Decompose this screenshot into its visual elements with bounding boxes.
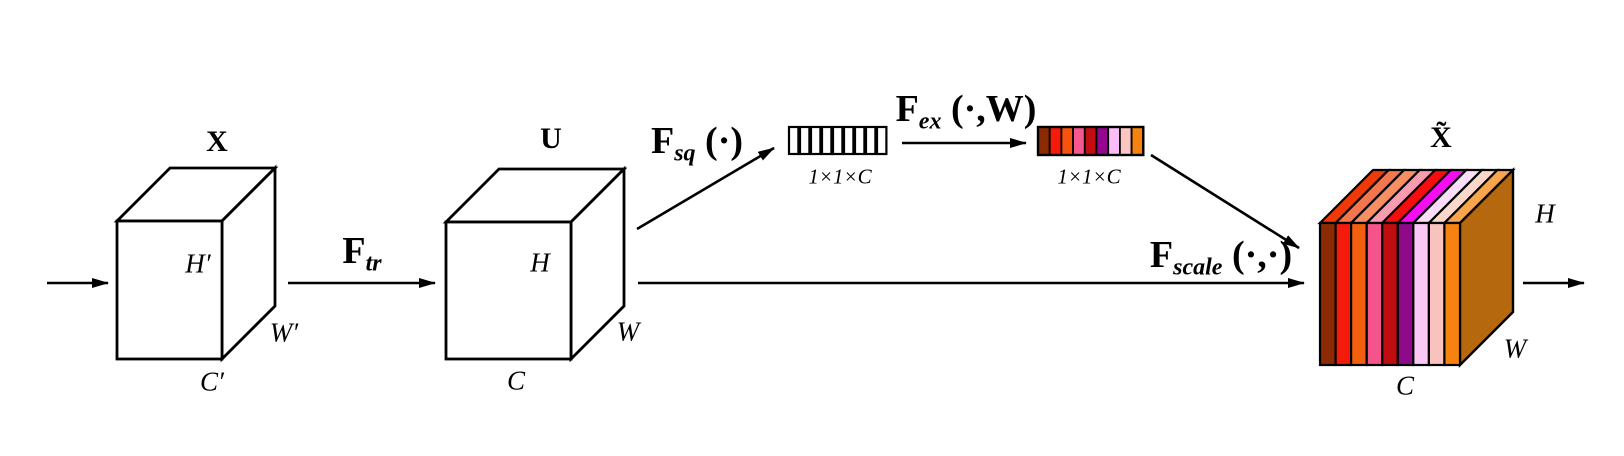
squeeze-cell: [798, 125, 811, 156]
excitation-cell: [1037, 126, 1051, 156]
excitation-cell: [1119, 126, 1133, 156]
output-tensor-cube: [1317, 167, 1516, 368]
fscale-label: Fscale (·,·): [1149, 234, 1293, 281]
input-height-label: H′: [185, 248, 211, 279]
output-cube-front-slab: [1396, 221, 1415, 367]
features-cube-front-face: [444, 220, 573, 361]
output-channels-label: C: [1395, 370, 1415, 401]
fsq-label: Fsq (·): [650, 120, 744, 167]
output-cube-front-slab: [1334, 221, 1353, 367]
ftr-label: Ftr: [342, 230, 382, 277]
excitation-vector-border: [1036, 125, 1145, 157]
excitation-cell: [1130, 126, 1145, 156]
output-cube-front-slab: [1349, 221, 1368, 367]
excitation-apply-arrow: [1150, 153, 1300, 250]
excitation-cell: [1107, 126, 1121, 156]
features-tensor-label: U: [540, 122, 562, 155]
excitation-cell: [1060, 126, 1075, 156]
excitation-cell: [1048, 126, 1063, 156]
features-height-label: H: [530, 247, 550, 278]
squeeze-cell: [831, 125, 844, 156]
squeeze-cell: [864, 125, 877, 156]
output-cube-front-slab: [1318, 221, 1337, 367]
features-width-label: W: [616, 316, 640, 347]
excitation-vector: [1036, 125, 1145, 157]
output-tensor-label: X̃: [1430, 121, 1452, 154]
fsq-arrow: [636, 146, 775, 231]
output-cube-front-slab: [1381, 221, 1399, 367]
excitation-cell: [1072, 126, 1086, 156]
squeeze-vector: [787, 125, 888, 156]
squeeze-dims-label: 1×1×C: [808, 164, 872, 189]
fex-label: Fex (·,W): [895, 88, 1037, 135]
output-cube-front-slab: [1365, 221, 1384, 367]
squeeze-cell: [853, 125, 866, 156]
output-cube-front-slab: [1412, 221, 1431, 367]
output-width-label: W: [1503, 333, 1527, 364]
squeeze-cell: [820, 125, 833, 156]
input-width-label: W′: [269, 317, 299, 348]
output-cube-front-slab: [1443, 221, 1462, 367]
input-tensor-cube: [113, 164, 279, 363]
input-cube-front-face: [115, 219, 224, 361]
output-cube-front-slab: [1427, 221, 1446, 367]
squeeze-cell: [787, 125, 800, 156]
squeeze-cell: [809, 125, 822, 156]
input-tensor-label: X: [206, 125, 228, 158]
excitation-cell: [1083, 126, 1098, 156]
excitation-cell: [1095, 126, 1110, 156]
squeeze-cell: [875, 125, 888, 156]
output-height-label: H: [1535, 198, 1555, 229]
features-tensor-cube: [442, 165, 628, 363]
excitation-dims-label: 1×1×C: [1057, 164, 1121, 189]
input-channels-label: C′: [200, 366, 224, 397]
squeeze-cell: [842, 125, 855, 156]
features-channels-label: C: [506, 365, 526, 396]
